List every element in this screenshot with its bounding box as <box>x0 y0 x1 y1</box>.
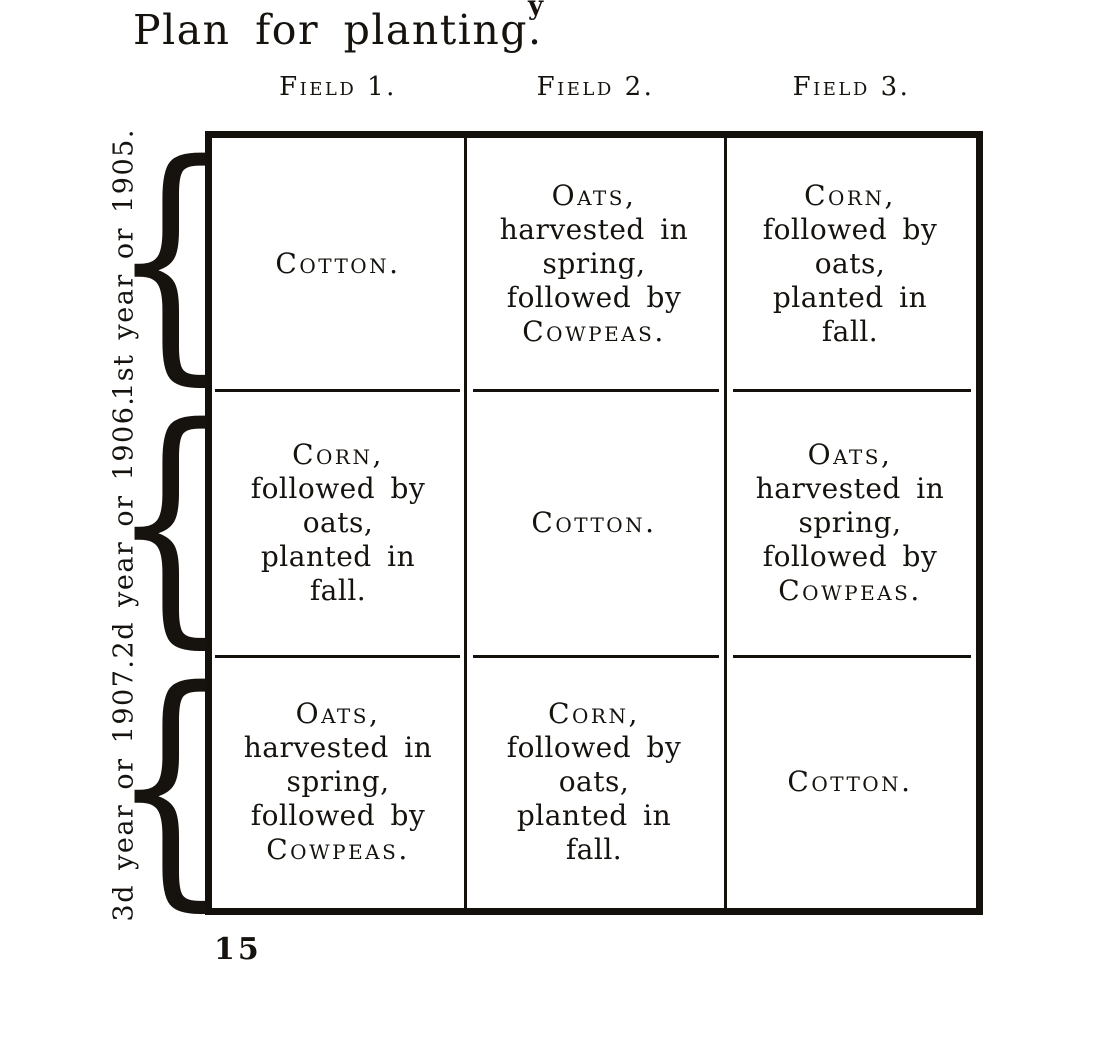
column-header-field-1: Field 1. <box>279 72 397 102</box>
cell-line: harvested in <box>499 213 689 246</box>
cell-line: Cowpeas. <box>522 315 666 348</box>
column-header-field-2: Field 2. <box>536 72 655 102</box>
cell-line: followed by <box>762 540 938 573</box>
cell-line: harvested in <box>755 472 945 505</box>
cell-line: harvested in <box>243 731 433 764</box>
cell-line: fall. <box>565 833 623 866</box>
table-grid-line-horizontal <box>215 655 460 658</box>
table-cell-year1-field1: Cotton. <box>212 138 464 390</box>
cell-line: Corn, <box>548 697 640 730</box>
cell-line: Cotton. <box>531 506 657 539</box>
cell-line: planted in <box>772 281 928 314</box>
cell-line: oats, <box>302 506 374 539</box>
cell-line: followed by <box>506 731 682 764</box>
cell-line: followed by <box>250 472 426 505</box>
table-grid-line-horizontal <box>473 655 719 658</box>
table-grid-line-horizontal <box>473 389 719 392</box>
cell-line: Cotton. <box>275 247 401 280</box>
cell-line: fall. <box>821 315 879 348</box>
cell-line: Cowpeas. <box>778 574 922 607</box>
table-grid-line-vertical <box>464 138 467 908</box>
cell-line: fall. <box>309 574 367 607</box>
cell-line: Oats, <box>295 697 381 730</box>
table-grid-line-horizontal <box>215 389 460 392</box>
cell-line: spring, <box>798 506 902 539</box>
table-grid-line-vertical <box>724 138 727 908</box>
table-cell-year2-field2: Cotton. <box>464 390 724 656</box>
page-title: Plan for planting. <box>133 6 543 54</box>
table-grid-line-horizontal <box>733 655 971 658</box>
table-grid-line-horizontal <box>733 389 971 392</box>
cell-line: planted in <box>260 540 416 573</box>
cell-line: followed by <box>506 281 682 314</box>
cell-line: Corn, <box>804 179 896 212</box>
stray-ink-mark: y <box>528 0 544 21</box>
cell-line: spring, <box>286 765 390 798</box>
cell-line: planted in <box>516 799 672 832</box>
cell-line: spring, <box>542 247 646 280</box>
cell-line: Cotton. <box>787 765 913 798</box>
cell-line: oats, <box>558 765 630 798</box>
cell-line: oats, <box>814 247 886 280</box>
cell-line: Cowpeas. <box>266 833 410 866</box>
cell-line: Oats, <box>807 438 893 471</box>
page-number: 15 <box>214 932 262 967</box>
column-header-field-3: Field 3. <box>792 72 911 102</box>
table-cell-year3-field3: Cotton. <box>724 656 976 908</box>
cell-line: followed by <box>250 799 426 832</box>
cell-line: followed by <box>762 213 938 246</box>
cell-line: Corn, <box>292 438 384 471</box>
cell-line: Oats, <box>551 179 637 212</box>
